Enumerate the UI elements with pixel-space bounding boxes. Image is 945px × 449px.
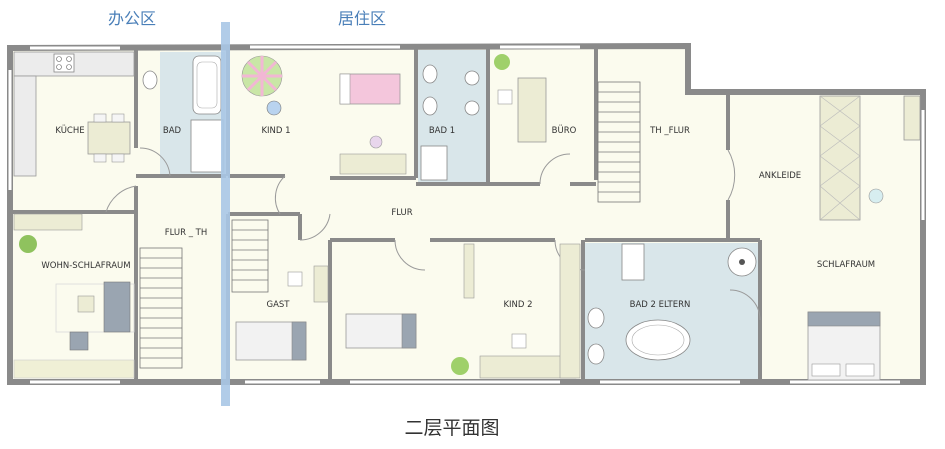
wohn-furniture [13, 213, 135, 379]
room-label-kueche: KÜCHE [55, 125, 84, 136]
room-label-bad: BAD [163, 126, 182, 136]
room-label-flur-th: FLUR _ TH [165, 228, 208, 238]
room-label-gast: GAST [267, 300, 291, 310]
ankleide-furniture [819, 95, 921, 221]
room-label-th-flur: TH _FLUR [649, 126, 690, 136]
stairs-th-flur [597, 81, 641, 203]
room-label-bad1: BAD 1 [429, 126, 455, 136]
room-label-kind1: KIND 1 [261, 126, 290, 136]
outer-walls [7, 42, 926, 385]
room-label-buero: BÜRO [552, 125, 577, 136]
zone-label-living: 居住区 [338, 9, 386, 28]
zone-divider [221, 22, 230, 406]
floor-areas [8, 46, 928, 384]
room-label-flur: FLUR [391, 208, 412, 218]
buero-furniture [494, 54, 547, 143]
room-label-kind2: KIND 2 [503, 300, 532, 310]
room-label-ankleide: ANKLEIDE [759, 171, 801, 181]
windows [8, 45, 925, 384]
room-label-bad2-eltern: BAD 2 ELTERN [630, 300, 691, 310]
gast-furniture [235, 265, 329, 361]
schlafraum-furniture [807, 311, 881, 381]
plan-caption: 二层平面图 [404, 417, 499, 439]
kitchen-furniture [13, 51, 135, 177]
room-label-wohn-schlafraum: WOHN-SCHLAFRAUM [41, 261, 130, 271]
kind2-furniture [345, 243, 581, 379]
bad1-fixtures [420, 64, 480, 181]
stairs-gast [231, 219, 269, 293]
door-swings [105, 147, 761, 321]
kind1-furniture [241, 55, 407, 175]
bad2-fixtures [587, 243, 757, 365]
room-label-schlafraum: SCHLAFRAUM [817, 260, 875, 270]
zone-label-office: 办公区 [108, 9, 156, 28]
stairs-flur-th [139, 247, 183, 369]
